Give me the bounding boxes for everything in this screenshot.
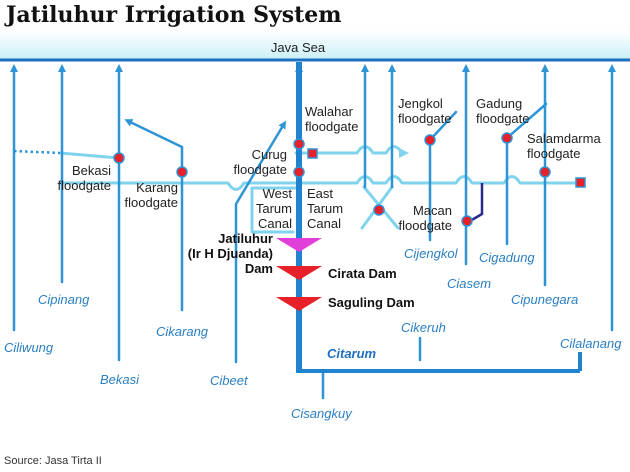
east-gate-square: [575, 177, 586, 188]
label-bekasi: Bekasi: [100, 372, 140, 387]
label-cigadung: Cigadung: [479, 250, 535, 265]
label-cibeet: Cibeet: [210, 373, 249, 388]
canal-dotted-extension: [13, 149, 61, 155]
west-tarum-canal: [250, 186, 298, 234]
source-note: Source: Jasa Tirta II: [4, 455, 102, 467]
macan-floodgate-marker: [461, 215, 473, 227]
label-cikeruh: Cikeruh: [401, 320, 446, 335]
bekasi-floodgate-marker: [113, 152, 125, 164]
label-cisangkuy: Cisangkuy: [291, 406, 353, 421]
jatiluhur-dam: [276, 238, 322, 252]
walahar-gate-square: [307, 148, 318, 159]
label-ciasem: Ciasem: [447, 276, 491, 291]
floodgate-markers: [113, 132, 586, 227]
label-cirata-dam: Cirata Dam: [328, 266, 397, 281]
java-sea: [0, 30, 630, 60]
label-jatiluhur-dam: Jatiluhur(Ir H Djuanda)Dam: [188, 231, 273, 276]
sea-label: Java Sea: [271, 40, 326, 55]
river-cibeet: [234, 120, 287, 364]
saguling-dam: [276, 297, 322, 311]
label-citarum: Citarum: [327, 346, 377, 361]
salamdarma-floodgate-marker: [539, 166, 551, 178]
label-cipinang: Cipinang: [38, 292, 90, 307]
page-title: Jatiluhur Irrigation System: [6, 2, 342, 28]
karang-floodgate-marker: [176, 166, 188, 178]
label-cijengkol: Cijengkol: [404, 246, 459, 261]
jengkol-floodgate-marker: [424, 134, 436, 146]
walahar-floodgate-marker: [293, 138, 305, 150]
label-cipunegara: Cipunegara: [511, 292, 578, 307]
crossing-floodgate-marker: [373, 204, 385, 216]
citarum-main-channel: [296, 62, 582, 373]
canal-upper-east: [294, 145, 409, 158]
label-cikarang: Cikarang: [156, 324, 209, 339]
canal-main-east: [294, 175, 582, 185]
label-ciliwung: Ciliwung: [4, 340, 54, 355]
canal-main-west: [58, 181, 298, 191]
curug-floodgate-marker: [293, 166, 305, 178]
label-cilalanang: Cilalanang: [560, 336, 622, 351]
canal-to-bekasi: [59, 151, 120, 160]
river-cikarang: [124, 119, 184, 312]
gadung-floodgate-marker: [501, 132, 513, 144]
macan-connector: [469, 183, 484, 223]
cirata-dam: [276, 266, 322, 280]
label-saguling-dam: Saguling Dam: [328, 295, 415, 310]
